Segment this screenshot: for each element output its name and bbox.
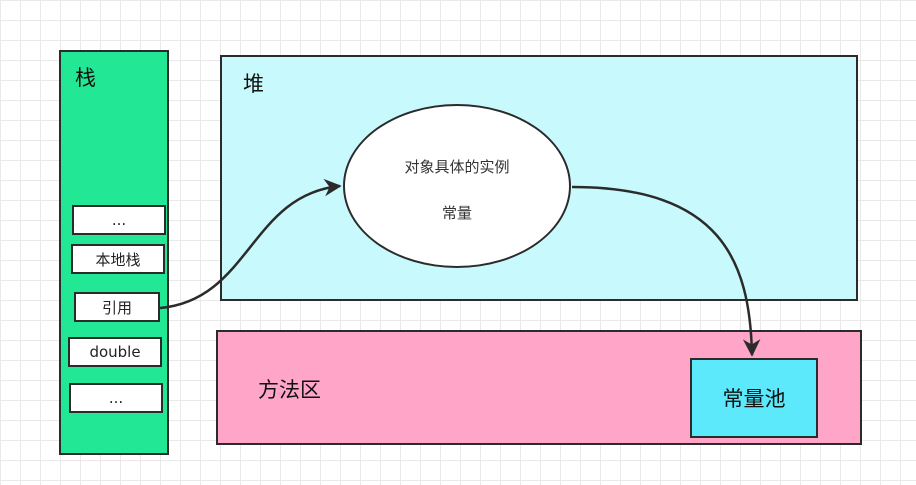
heap-title: 堆 [243, 72, 264, 96]
stack-item-ellipsis-bottom: ... [69, 383, 163, 413]
stack-item-native-stack: 本地栈 [71, 244, 165, 274]
stack-item-ellipsis-top: ... [72, 205, 166, 235]
method-area-title: 方法区 [258, 378, 321, 402]
constant-pool-box: 常量池 [690, 358, 818, 438]
stack-item-reference: 引用 [74, 292, 160, 322]
reference-to-object-arrow [159, 178, 342, 310]
object-instance-label: 对象具体的实例 [404, 158, 510, 176]
stack-item-double: double [68, 337, 162, 367]
object-to-constant-pool-arrow [571, 185, 761, 357]
constant-pool-label: 常量池 [722, 387, 786, 411]
object-constant-label: 常量 [441, 204, 472, 222]
stack-title: 栈 [75, 66, 96, 90]
object-instance-ellipse: 对象具体的实例 常量 [343, 104, 571, 268]
